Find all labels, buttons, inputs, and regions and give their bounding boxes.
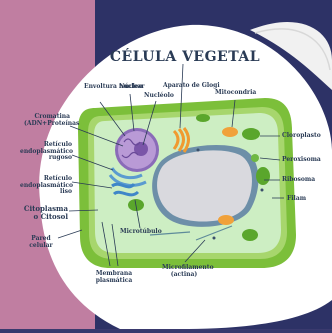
ribosome-1 (261, 189, 264, 192)
label-nucleo: Núcleo (119, 84, 143, 91)
diagram-title: CÉLULA VEGETAL (100, 49, 270, 65)
label-mitocondria: Mitocondria (215, 90, 256, 97)
mitochondrion-2 (218, 215, 234, 225)
label-peroxisoma: Peroxisoma (282, 157, 321, 164)
label-cloroplasto: Cloroplasto (282, 133, 321, 140)
label-envoltura-nuclear: Envoltura nuclear (84, 84, 120, 91)
label-microfilamento: Microfilamento (actina) (162, 265, 206, 278)
label-cromatina: Cromatina (ADN+Proteínas (24, 114, 70, 127)
chloroplast-5 (196, 114, 210, 122)
label-aparato-golgi: Aparato de Glogi (163, 83, 220, 90)
label-citoplasma: Citoplasma o Citosol (18, 205, 68, 220)
label-reticulo-rugoso: Retículo endoplasmático rugoso (20, 142, 72, 162)
label-microtubulo: Microtúbulo (120, 229, 162, 236)
label-membrana: Membrana plasmática (94, 271, 134, 284)
ribosome-3 (213, 237, 216, 240)
chloroplast-1 (242, 128, 260, 140)
mitochondrion-1 (222, 127, 238, 137)
vacuole-inner (157, 150, 252, 221)
label-ribosoma: Ribosoma (282, 177, 315, 184)
label-pared-celular: Pared celular (26, 236, 56, 249)
label-filamento: Filam (287, 196, 306, 203)
chloroplast-4 (242, 229, 258, 241)
chloroplast-2 (256, 167, 270, 185)
label-nucleolo: Nucléolo (144, 93, 174, 100)
peroxisome (251, 154, 259, 162)
label-reticulo-liso: Retículo endoplasmático liso (20, 176, 72, 196)
ribosome-2 (197, 149, 200, 152)
